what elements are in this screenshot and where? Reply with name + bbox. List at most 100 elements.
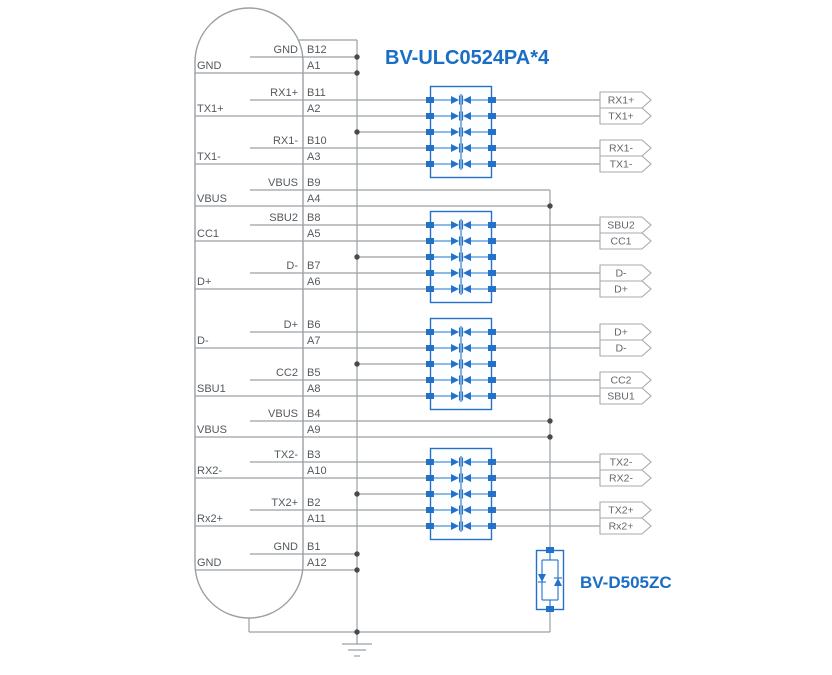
output-label: TX1+ (608, 111, 633, 123)
pin-label: B9 (307, 177, 320, 189)
output-flag: TX2+ (599, 501, 652, 519)
pin-row-b1-a12: GND B1 GND A12 (195, 541, 357, 571)
shield-ground-return (248, 610, 551, 633)
pin-label: B4 (307, 408, 320, 420)
output-flag: TX2- (599, 453, 652, 471)
output-flag: CC1 (599, 232, 652, 250)
pin-label: B5 (307, 367, 320, 379)
output-flag: RX1- (599, 139, 652, 157)
left-label: RX2- (197, 465, 222, 477)
output-label: SBU1 (607, 391, 635, 403)
inner-label: GND (274, 44, 299, 56)
output-label: TX2- (610, 457, 633, 469)
inner-label: RX1+ (270, 87, 298, 99)
output-flag: CC2 (599, 371, 652, 389)
junction-dots (354, 54, 553, 635)
left-label: D- (197, 335, 209, 347)
esd-array-title: BV-ULC0524PA*4 (385, 47, 550, 69)
pin-row-b11-a2: RX1+ B11 TX1+ A2 (195, 87, 600, 117)
output-label: SBU2 (607, 220, 635, 232)
pin-row-b2-a11: TX2+ B2 Rx2+ A11 (195, 497, 600, 527)
output-label: TX1- (610, 159, 633, 171)
pin-label: B2 (307, 497, 320, 509)
pin-label: B3 (307, 449, 320, 461)
output-flag: D- (599, 339, 652, 357)
pin-label: A4 (307, 193, 320, 205)
output-flag: TX1+ (599, 107, 652, 125)
left-label: TX1+ (197, 103, 224, 115)
output-flag: D- (599, 264, 652, 282)
output-flag: RX1+ (599, 91, 652, 109)
output-flag: SBU1 (599, 387, 652, 405)
pin-row-b3-a10: TX2- B3 RX2- A10 (195, 449, 600, 479)
output-label: D- (615, 343, 627, 355)
left-label: TX1- (197, 151, 221, 163)
esd-array-3 (426, 319, 496, 410)
inner-label: SBU2 (269, 212, 298, 224)
output-flags: RX1+ TX1+ RX1- TX1- SBU2 CC1 D- D+ (599, 91, 652, 535)
inner-label: VBUS (268, 177, 298, 189)
left-label: CC1 (197, 228, 219, 240)
output-label: RX2- (609, 473, 633, 485)
pin-label: A6 (307, 276, 320, 288)
inner-label: TX2- (274, 449, 298, 461)
diode-up-icon (554, 578, 562, 586)
inner-label: CC2 (276, 367, 298, 379)
left-label: Rx2+ (197, 513, 223, 525)
left-label: VBUS (197, 424, 227, 436)
output-label: CC1 (610, 236, 631, 248)
inner-label: D- (286, 260, 298, 272)
pin-label: A10 (307, 465, 327, 477)
output-flag: Rx2+ (599, 517, 652, 535)
pin-label: B8 (307, 212, 320, 224)
left-label: SBU1 (197, 383, 226, 395)
pin-row-b10-a3: RX1- B10 TX1- A3 (195, 135, 600, 165)
pin-label: B1 (307, 541, 320, 553)
pin-row-b6-a7: D+ B6 D- A7 (195, 319, 600, 349)
tvs-diode-title: BV-D505ZC (580, 573, 672, 592)
pin-label: B11 (307, 87, 326, 99)
pin-row-b4-a9: VBUS B4 VBUS A9 (195, 408, 550, 438)
output-label: Rx2+ (609, 521, 634, 533)
output-flag: RX2- (599, 469, 652, 487)
pin-label: B6 (307, 319, 320, 331)
left-label: D+ (197, 276, 211, 288)
output-flag: TX1- (599, 155, 652, 173)
pin-label: A12 (307, 557, 327, 569)
inner-label: VBUS (268, 408, 298, 420)
pin-row-b7-a6: D- B7 D+ A6 (195, 260, 600, 290)
left-label: VBUS (197, 193, 227, 205)
pin-label: A11 (307, 513, 326, 525)
esd-array-1 (426, 87, 496, 178)
pin-label: A9 (307, 424, 320, 436)
pin-label: A3 (307, 151, 320, 163)
pin-label: A5 (307, 228, 320, 240)
esd-array-2 (426, 212, 496, 303)
pin-row-b8-a5: SBU2 B8 CC1 A5 (195, 212, 600, 242)
inner-label: RX1- (273, 135, 298, 147)
output-label: RX1- (609, 143, 633, 155)
output-label: RX1+ (608, 95, 635, 107)
pin-label: A7 (307, 335, 320, 347)
output-label: D+ (614, 327, 628, 339)
esd-array-4 (426, 449, 496, 540)
pin-label: A1 (307, 60, 320, 72)
pin-label: A2 (307, 103, 320, 115)
pin-label: B10 (307, 135, 327, 147)
inner-label: D+ (284, 319, 298, 331)
ground-bus (299, 39, 426, 644)
output-flag: SBU2 (599, 216, 652, 234)
output-label: CC2 (610, 375, 631, 387)
diode-down-icon (538, 574, 546, 582)
output-label: D- (615, 268, 627, 280)
output-label: TX2+ (608, 505, 633, 517)
inner-label: GND (274, 541, 299, 553)
pin-row-b9-a4: VBUS B9 VBUS A4 (195, 177, 550, 207)
left-label: GND (197, 60, 222, 72)
pin-label: A8 (307, 383, 320, 395)
tvs-diode-component (535, 547, 565, 612)
earth-ground-symbol (342, 643, 372, 657)
pin-label: B12 (307, 44, 327, 56)
